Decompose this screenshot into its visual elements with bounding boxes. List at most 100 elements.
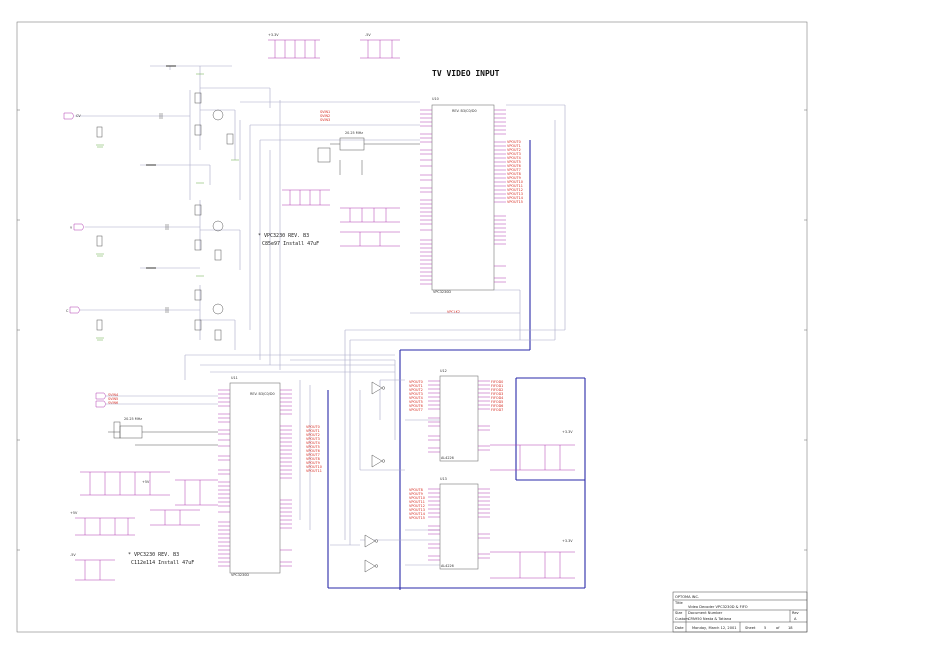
- fifo-out-label: FIFOD1: [491, 384, 503, 388]
- input-wiring: [75, 65, 420, 380]
- u11-labels: SVIN4 SVIN5 SVIN6 VPOUT0 VPOUT1 VPOUT2 V…: [108, 393, 322, 473]
- fifo-in-label: VPOUT2: [409, 388, 423, 392]
- vout-label: VPOUT6: [507, 164, 521, 168]
- vout-label: VPOUT5: [507, 160, 521, 164]
- tb-size-value: Custom: [675, 617, 689, 621]
- vpclk-label: VPCLK2: [447, 310, 460, 314]
- vout-label: VPOUT1: [507, 144, 521, 148]
- u11-vout-label: VPOUT4: [306, 441, 320, 445]
- power-label-fifo-2: +3.3V: [562, 539, 573, 543]
- u12-labels: VPOUT0 VPOUT1 VPOUT2 VPOUT3 VPOUT4 VPOUT…: [409, 380, 503, 412]
- u11-vout-label: VPOUT2: [306, 433, 320, 437]
- tb-date-label: Date: [675, 626, 684, 630]
- svin-label: SVIN4: [108, 393, 118, 397]
- note-bottom-2: C112e114 Install 47uF: [131, 560, 194, 566]
- chip-u12: U12 AL4226: [428, 369, 490, 462]
- fifo-out-label: FIFOD6: [491, 404, 503, 408]
- u10-vout-labels: VPOUT0 VPOUT1 VPOUT2 VPOUT3 VPOUT4 VPOUT…: [507, 140, 523, 204]
- input-components: [96, 65, 234, 341]
- note-bottom: * VPC3230 REV. B3: [128, 552, 179, 558]
- u12-part: AL4226: [441, 456, 454, 460]
- sheet-frame: [16, 21, 808, 633]
- fifo-in-label: VPOUT0: [409, 380, 423, 384]
- u10-inputs: SVIN1 SVIN2 SVIN3 VPCLK2: [320, 110, 460, 314]
- port-cv-label: CV: [76, 114, 81, 118]
- vout-label: VPOUT2: [507, 148, 521, 152]
- u10-support-caps: [282, 189, 400, 247]
- mid-wiring: [290, 104, 566, 566]
- tb-doc-label: Document Number: [688, 611, 723, 615]
- port-y-label: Y: [70, 226, 73, 230]
- vout-label: VPOUT4: [507, 156, 521, 160]
- crystal-x1: [317, 137, 420, 175]
- vout-label: VPOUT14: [507, 196, 523, 200]
- power-label-bl-2: +5V: [70, 511, 78, 515]
- tb-sheet-label: Sheet: [745, 626, 756, 630]
- u11-vout-label: VPOUT1: [306, 429, 320, 433]
- tb-rev-label: Rev: [792, 611, 800, 615]
- u13-labels: VPOUT8 VPOUT9 VPOUT10 VPOUT11 VPOUT12 VP…: [409, 488, 425, 520]
- logic-gates: [364, 381, 386, 573]
- vout-label: VPOUT13: [507, 192, 523, 196]
- u12-ref: U12: [440, 369, 447, 373]
- tb-title-label: Title: [674, 601, 683, 605]
- u10-part: VPC3230D: [433, 290, 451, 294]
- u11-inputs: [95, 392, 218, 408]
- crystal-x1-freq: 20.25 MHz: [345, 131, 363, 135]
- sheet-title: TV VIDEO INPUT: [432, 69, 500, 78]
- crystal-x2: [108, 421, 218, 446]
- u11-subtitle: REV. B3/C0/D0: [250, 392, 275, 396]
- tb-date-value: Monday, March 12, 2001: [692, 626, 737, 630]
- left-ports: CV Y C: [63, 112, 85, 314]
- fifo-in-label: VPOUT15: [409, 516, 425, 520]
- tb-size-label: Size: [675, 611, 683, 615]
- port-c-label: C: [66, 309, 69, 313]
- fifo-out-label: FIFOD2: [491, 388, 503, 392]
- u11-vout-label: VPOUT9: [306, 461, 320, 465]
- u11-part: VPC3230D: [231, 573, 249, 577]
- fifo-out-label: FIFOD0: [491, 380, 503, 384]
- fifo-in-label: VPOUT5: [409, 400, 423, 404]
- fifo-in-label: VPOUT7: [409, 408, 423, 412]
- crystal-x2-freq: 20.25 MHz: [124, 417, 142, 421]
- u11-vout-label: VPOUT10: [306, 465, 322, 469]
- tb-of-value: 18: [788, 626, 793, 630]
- vout-label: VPOUT15: [507, 200, 523, 204]
- vout-label: VPOUT11: [507, 184, 523, 188]
- svin-label: SVIN1: [320, 110, 330, 114]
- tb-sheet-value: 5: [764, 626, 766, 630]
- fifo-out-label: FIFOD3: [491, 392, 503, 396]
- vout-label: VPOUT12: [507, 188, 523, 192]
- u11-vout-label: VPOUT7: [306, 453, 320, 457]
- tb-doc-value: CPA950 Nesta & Tatiana: [688, 617, 731, 621]
- fifo-in-label: VPOUT3: [409, 392, 423, 396]
- u11-vout-label: VPOUT11: [306, 469, 322, 473]
- u10-vout-pins: [494, 141, 506, 283]
- vout-label: VPOUT0: [507, 140, 521, 144]
- u11-vout-label: VPOUT5: [306, 445, 320, 449]
- vout-label: VPOUT10: [507, 180, 523, 184]
- svin-label: SVIN5: [108, 397, 118, 401]
- note-top: * VPC3230 REV. B3: [258, 233, 309, 239]
- fifo-out-label: FIFOD7: [491, 408, 503, 412]
- fifo-in-label: VPOUT1: [409, 384, 423, 388]
- power-label-fifo-1: +3.3V: [562, 430, 573, 434]
- chip-u10: U10 REV. B3/C0/D0 VPC3230D: [420, 97, 506, 294]
- tb-company: OPTOMA INC.: [675, 595, 699, 599]
- vout-label: VPOUT3: [507, 152, 521, 156]
- tb-title-value: Video Decoder VPC3230D & FIFO: [688, 605, 748, 609]
- fifo-support: [490, 444, 575, 579]
- u10-ref: U10: [432, 97, 439, 101]
- fifo-out-label: FIFOD5: [491, 400, 503, 404]
- fifo-in-label: VPOUT9: [409, 492, 423, 496]
- power-label-top-2: -5V: [365, 33, 371, 37]
- fifo-out-label: FIFOD4: [491, 396, 503, 400]
- tb-of-label: of: [776, 626, 780, 630]
- fifo-in-label: VPOUT13: [409, 508, 425, 512]
- fifo-in-label: VPOUT4: [409, 396, 423, 400]
- svin-label: SVIN6: [108, 401, 118, 405]
- ground-symbols-left: [96, 73, 239, 341]
- u11-vout-label: VPOUT0: [306, 425, 320, 429]
- fifo-in-label: VPOUT11: [409, 500, 425, 504]
